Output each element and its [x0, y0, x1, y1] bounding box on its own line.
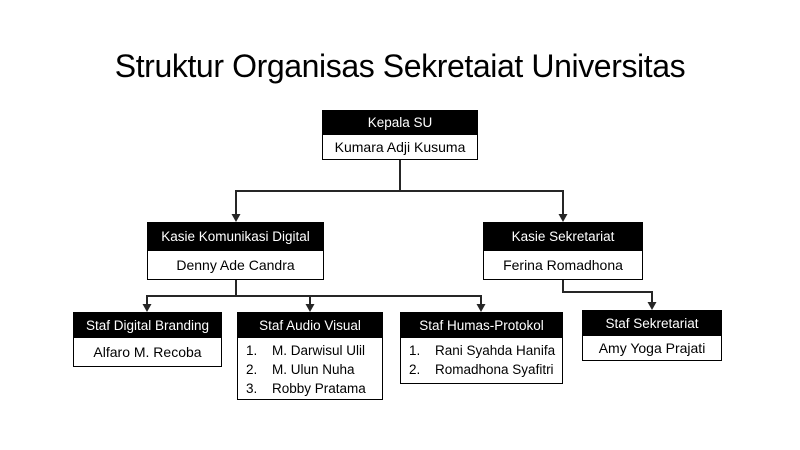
org-node-kepala-su: Kepala SU Kumara Adji Kusuma	[322, 110, 478, 160]
list-item: 1. M. Darwisul Ulil	[246, 341, 378, 360]
list-item-number: 2.	[246, 362, 258, 377]
org-node-kasie-komunikasi-digital-name: Denny Ade Candra	[147, 251, 324, 280]
list-item-number: 2.	[409, 362, 421, 377]
org-node-staf-humas-protokol-members: 1. Rani Syahda Hanifa 2. Romadhona Syafi…	[400, 338, 563, 384]
org-node-kasie-sekretariat-title: Kasie Sekretariat	[483, 222, 643, 251]
list-item-number: 1.	[246, 343, 258, 358]
org-node-staf-digital-branding: Staf Digital Branding Alfaro M. Recoba	[73, 312, 222, 367]
org-node-staf-humas-protokol-title: Staf Humas-Protokol	[400, 312, 563, 338]
list-item-name: M. Darwisul Ulil	[272, 343, 366, 358]
org-node-staf-sekretariat-title: Staf Sekretariat	[582, 310, 722, 336]
list-item: 3. Robby Pratama	[246, 379, 378, 398]
list-item: 2. Romadhona Syafitri	[409, 360, 558, 379]
list-item-name: Romadhona Syafitri	[435, 362, 554, 377]
page-title: Struktur Organisas Sekretaiat Universita…	[114, 48, 686, 84]
list-item-name: M. Ulun Nuha	[272, 362, 355, 377]
list-item-number: 3.	[246, 381, 258, 396]
org-node-kasie-sekretariat-name: Ferina Romadhona	[483, 251, 643, 280]
org-node-staf-sekretariat: Staf Sekretariat Amy Yoga Prajati	[582, 310, 722, 361]
list-item-number: 1.	[409, 343, 421, 358]
org-node-staf-audio-visual: Staf Audio Visual 1. M. Darwisul Ulil 2.…	[237, 312, 383, 400]
list-item: 1. Rani Syahda Hanifa	[409, 341, 558, 360]
list-item-name: Rani Syahda Hanifa	[435, 343, 556, 358]
org-node-staf-digital-branding-name: Alfaro M. Recoba	[73, 338, 222, 367]
list-item: 2. M. Ulun Nuha	[246, 360, 378, 379]
org-node-staf-audio-visual-members: 1. M. Darwisul Ulil 2. M. Ulun Nuha 3. R…	[237, 338, 383, 400]
org-node-kasie-komunikasi-digital: Kasie Komunikasi Digital Denny Ade Candr…	[147, 222, 324, 280]
org-node-kepala-su-title: Kepala SU	[322, 110, 478, 135]
org-node-kasie-komunikasi-digital-title: Kasie Komunikasi Digital	[147, 222, 324, 251]
org-node-kepala-su-name: Kumara Adji Kusuma	[322, 135, 478, 160]
org-node-kasie-sekretariat: Kasie Sekretariat Ferina Romadhona	[483, 222, 643, 280]
org-node-staf-audio-visual-title: Staf Audio Visual	[237, 312, 383, 338]
org-node-staf-humas-protokol: Staf Humas-Protokol 1. Rani Syahda Hanif…	[400, 312, 563, 384]
org-node-staf-sekretariat-name: Amy Yoga Prajati	[582, 336, 722, 361]
list-item-name: Robby Pratama	[272, 381, 366, 396]
org-node-staf-digital-branding-title: Staf Digital Branding	[73, 312, 222, 338]
